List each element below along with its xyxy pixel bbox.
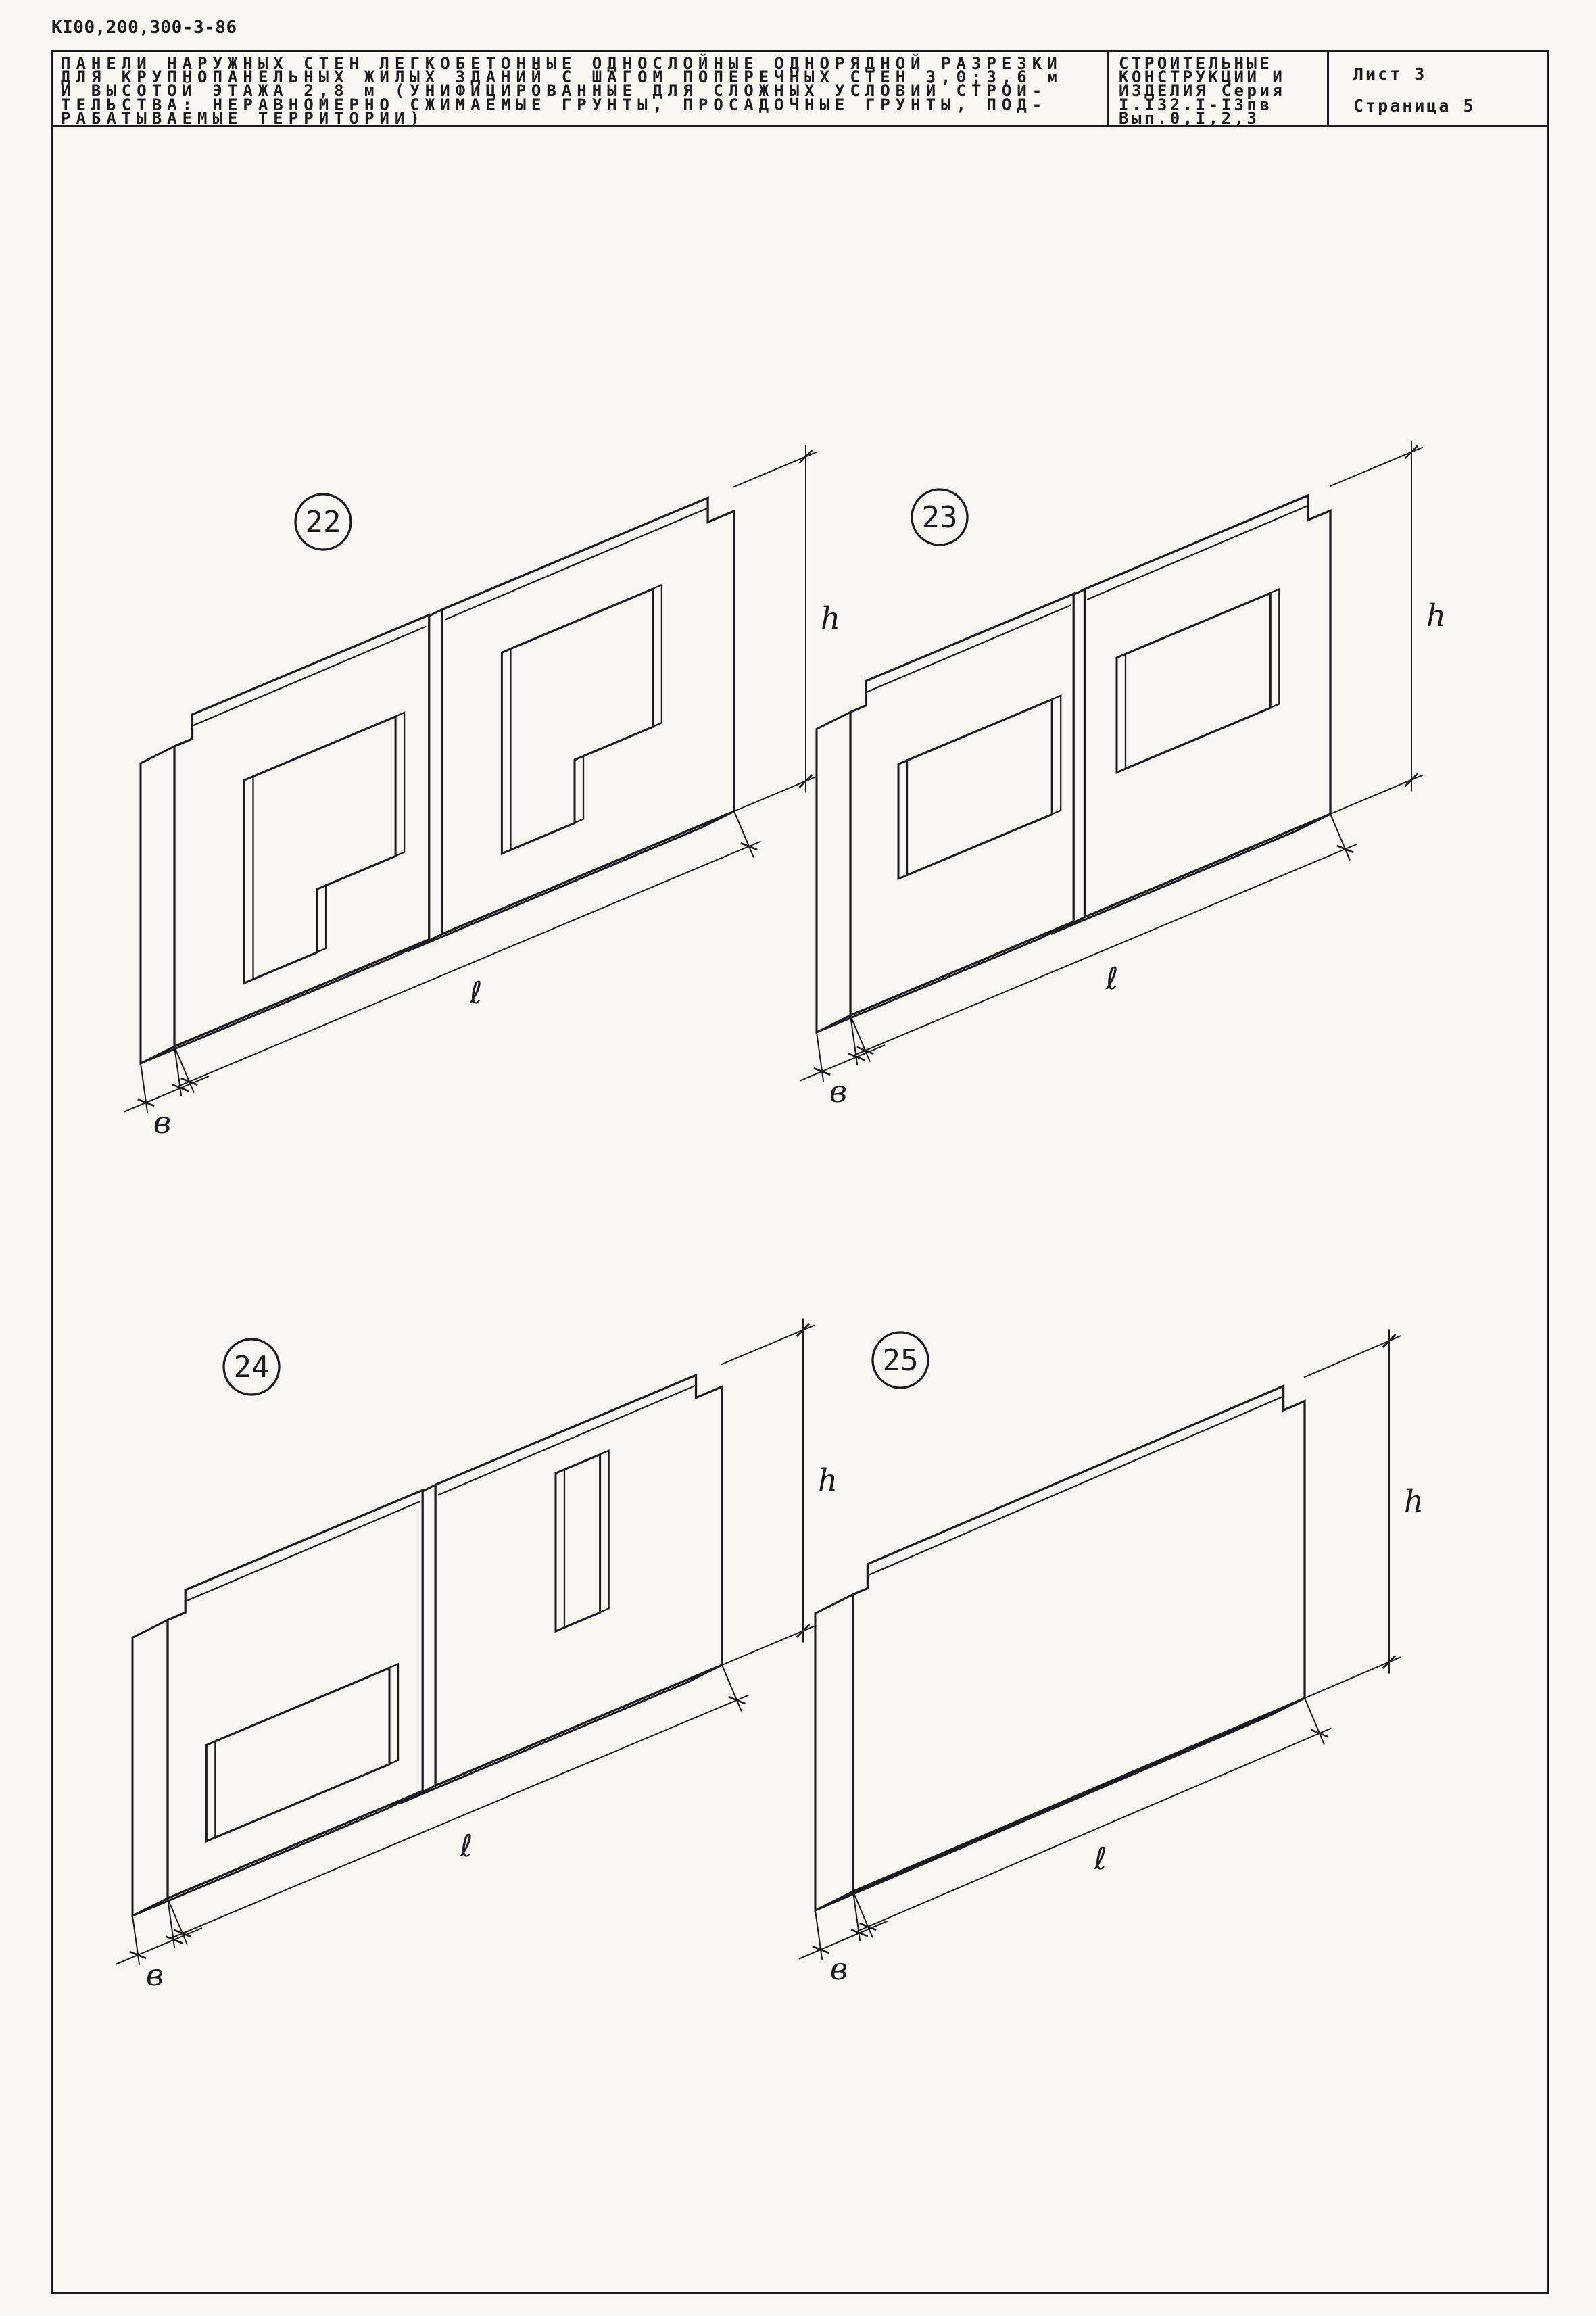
title-line: РАБАТЫВАЕМЫЕ ТЕРРИТОРИИ) <box>61 108 425 125</box>
panel-end-face <box>815 710 852 1034</box>
length-dim-label: ℓ <box>1105 961 1119 996</box>
height-dim-label: h <box>821 600 840 636</box>
series-cell: СТРОИТЕЛЬНЫЕ КОНСТРУКЦИИ И ИЗДЕЛИЯ Серия… <box>1109 52 1329 125</box>
series-line: Вып.0,I,2,3 <box>1119 108 1260 125</box>
height-dim-label: h <box>1426 598 1446 633</box>
opening-reveal <box>510 583 663 851</box>
series-line: КОНСТРУКЦИИ И <box>1119 68 1286 87</box>
title-cell: ПАНЕЛИ НАРУЖНЫХ СТЕН ЛЕГКОБЕТОННЫЕ ОДНОС… <box>53 52 1109 125</box>
length-dim-label: ℓ <box>469 975 483 1011</box>
figure-number-circle <box>294 493 352 551</box>
title-block: ПАНЕЛИ НАРУЖНЫХ СТЕН ЛЕГКОБЕТОННЫЕ ОДНОС… <box>51 50 1549 127</box>
sheet-number: Лист 3 <box>1353 64 1427 84</box>
figure-24: h ℓ в 24 <box>116 1318 838 1993</box>
figure-25-dimensions: h ℓ в <box>798 1329 1424 1987</box>
title-line: ТЕЛЬСТВА: НЕРАВНОМЕРНО СЖИМАЕМЫЕ ГРУНТЫ,… <box>61 95 1048 114</box>
length-dim-label: ℓ <box>1094 1841 1107 1877</box>
height-dim-label: h <box>1404 1483 1424 1519</box>
opening-reveal <box>252 711 406 980</box>
width-dim-label: в <box>146 1957 164 1993</box>
figure-number: 23 <box>922 500 958 535</box>
figure-number: 22 <box>306 505 341 539</box>
figure-number-circle <box>871 1331 929 1389</box>
document-code: КI00,200,300-3-86 <box>51 18 237 38</box>
width-dim-label: в <box>829 1073 847 1109</box>
figure-number: 24 <box>234 1350 270 1384</box>
title-line: ДЛЯ КРУПНОПАНЕЛЬНЫХ ЖИЛЫХ ЗДАНИЙ С ШАГОМ… <box>61 68 1063 87</box>
length-dim-label: ℓ <box>460 1828 473 1864</box>
figure-22-dimensions: h ℓ в <box>124 445 840 1140</box>
series-line: I.I32.I-I3пв <box>1119 95 1273 114</box>
panel-face <box>852 1384 1306 1893</box>
opening-reveal <box>1124 587 1280 770</box>
opening-reveal <box>563 1449 610 1629</box>
panel-end-face <box>139 744 176 1065</box>
title-line: ПАНЕЛИ НАРУЖНЫХ СТЕН ЛЕГКОБЕТОННЫЕ ОДНОС… <box>61 54 1063 73</box>
width-dim-label: в <box>153 1105 171 1140</box>
drawing-frame <box>51 127 1549 2294</box>
figure-23-dimensions: h ℓ в <box>800 440 1446 1109</box>
window-opening <box>554 1453 602 1633</box>
sheet-cell: Лист 3 Страница 5 <box>1329 52 1547 125</box>
series-line: СТРОИТЕЛЬНЫЕ <box>1119 54 1273 73</box>
figure-22: h ℓ в 22 <box>124 445 840 1140</box>
figure-25: h ℓ в 25 <box>798 1329 1424 1987</box>
height-dim-label: h <box>818 1462 838 1498</box>
panel-end-face <box>131 1618 169 1918</box>
panel-end-face <box>814 1593 854 1912</box>
figure-number: 25 <box>883 1343 919 1378</box>
page-number: Страница 5 <box>1353 96 1476 116</box>
figure-number-circle <box>222 1338 281 1396</box>
figure-23: h ℓ в 23 <box>800 440 1446 1109</box>
figure-number-circle <box>911 488 969 546</box>
title-line: И ВЫСОТОЙ ЭТАЖА 2,8 м (УНИФИЦИРОВАННЫЕ Д… <box>61 81 1048 101</box>
opening-reveal <box>214 1662 400 1839</box>
opening-reveal <box>906 694 1062 876</box>
series-line: ИЗДЕЛИЯ Серия <box>1119 81 1286 101</box>
figure-24-dimensions: h ℓ в <box>116 1318 838 1993</box>
width-dim-label: в <box>830 1951 848 1987</box>
